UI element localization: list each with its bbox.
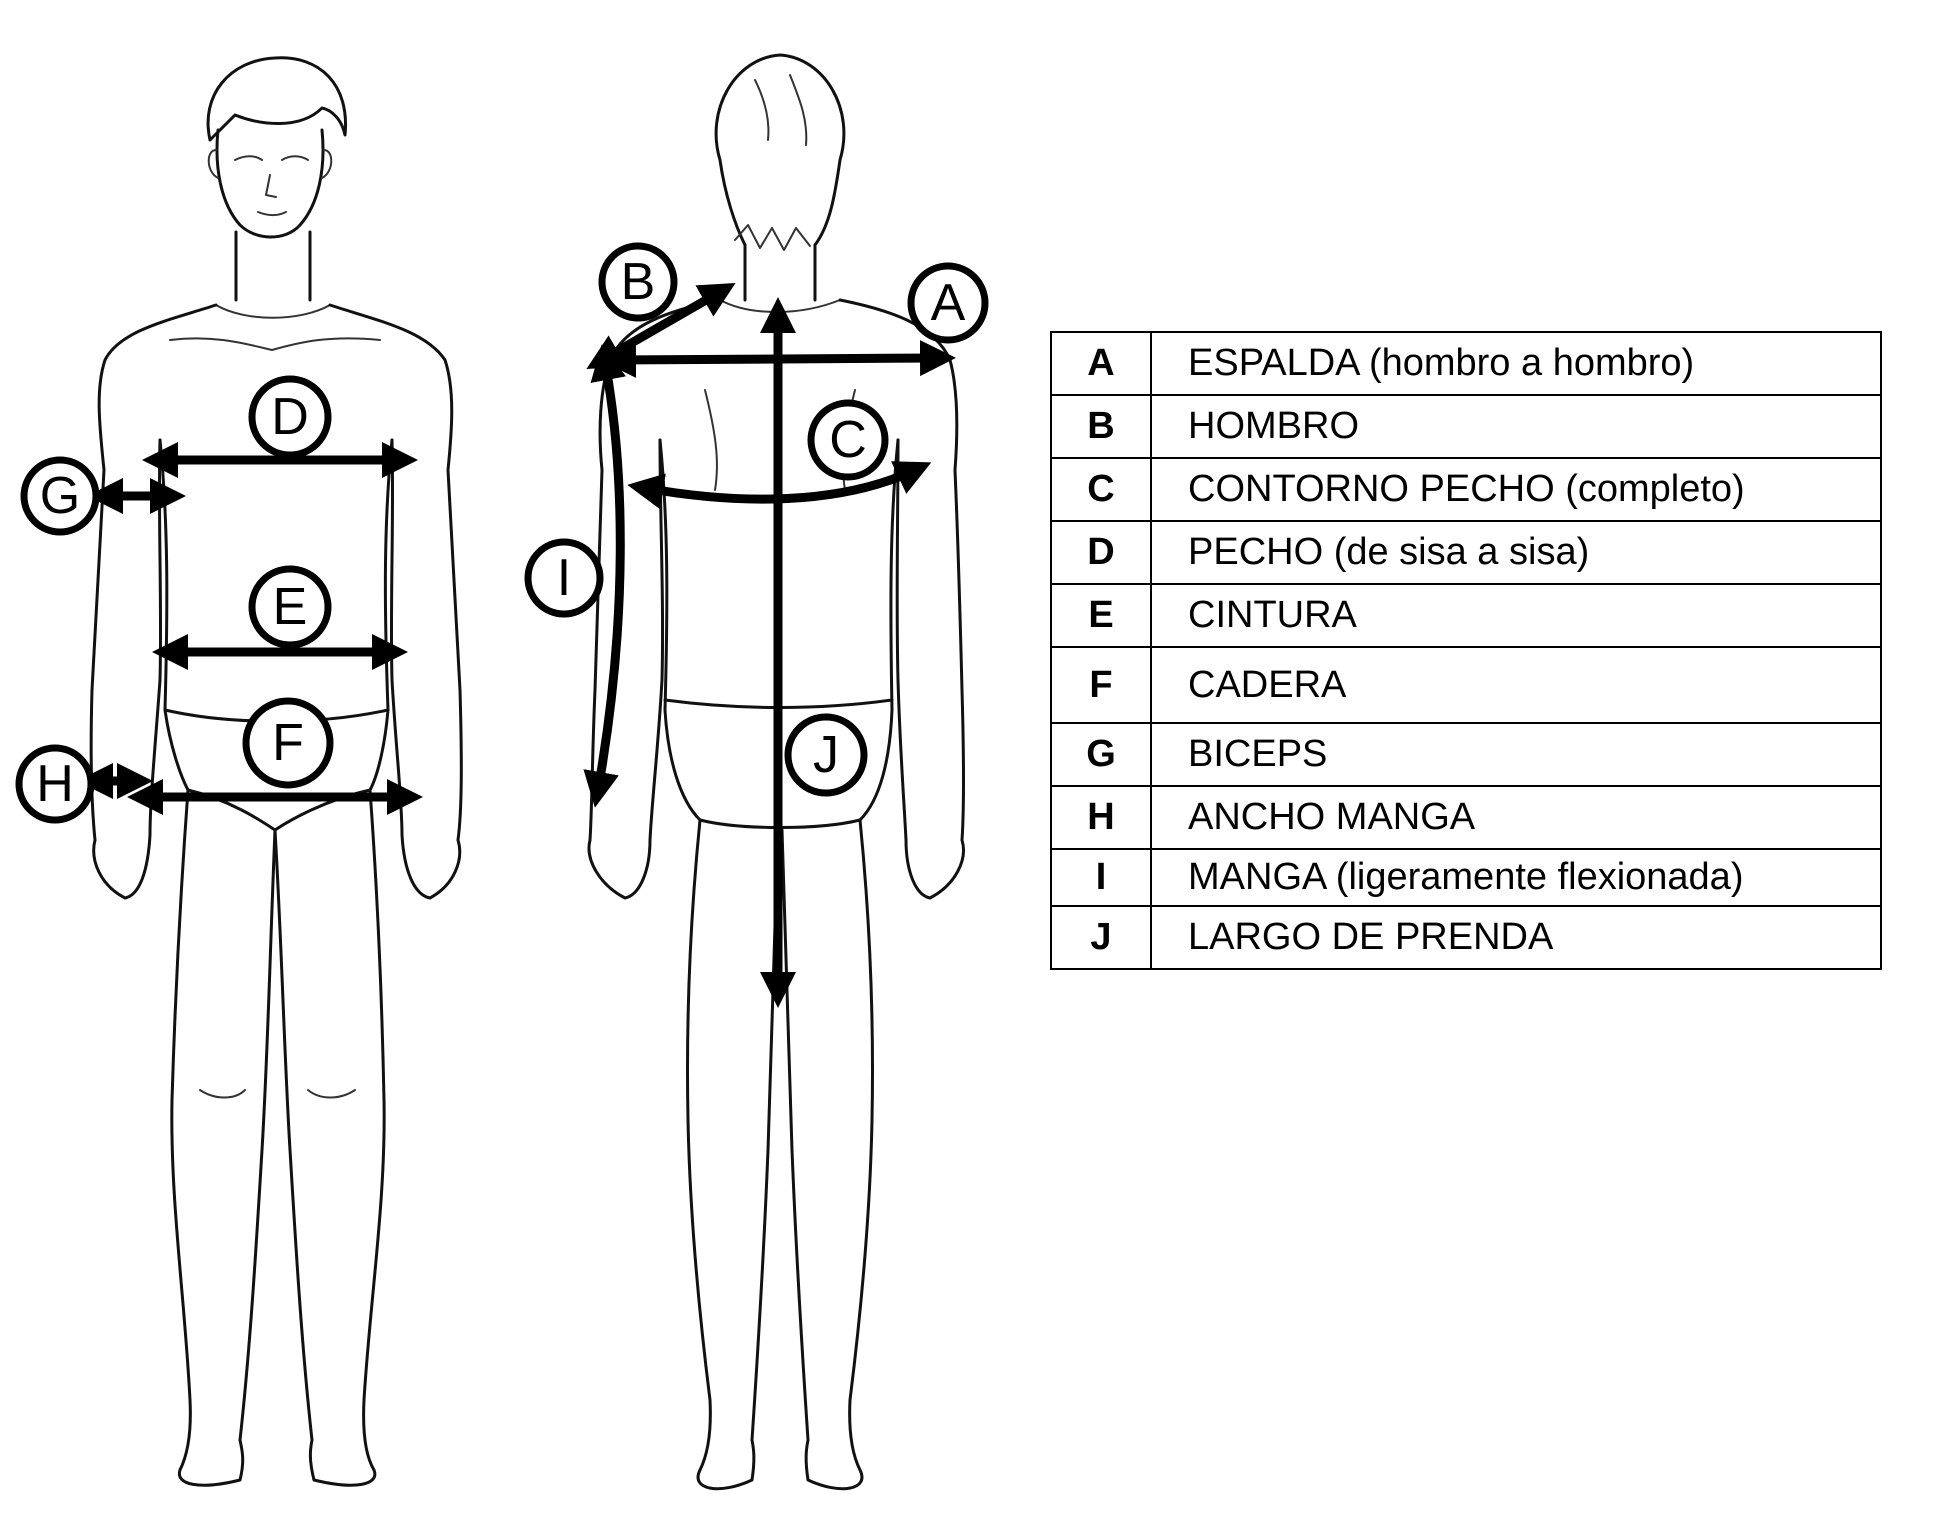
legend-label: BICEPS: [1150, 722, 1882, 787]
legend-label: ESPALDA (hombro a hombro): [1150, 331, 1882, 396]
front-measurement-arrows: [77, 442, 423, 815]
legend-code: A: [1050, 331, 1152, 396]
legend-code: E: [1050, 583, 1152, 648]
legend-code: C: [1050, 457, 1152, 522]
badge-j: J: [784, 713, 868, 797]
badge-a: A: [907, 262, 989, 344]
legend-label: CINTURA: [1150, 583, 1882, 648]
legend-row: D PECHO (de sisa a sisa): [1050, 520, 1882, 585]
svg-text:J: J: [813, 726, 839, 784]
svg-text:E: E: [273, 578, 308, 636]
badge-b: B: [598, 242, 678, 322]
badge-f: F: [242, 697, 334, 789]
legend-row: C CONTORNO PECHO (completo): [1050, 457, 1882, 522]
legend-code: B: [1050, 394, 1152, 459]
legend-row: E CINTURA: [1050, 583, 1882, 648]
svg-text:A: A: [931, 274, 966, 332]
legend-code: H: [1050, 785, 1152, 850]
legend-code: I: [1050, 848, 1152, 907]
legend-row: I MANGA (ligeramente flexionada): [1050, 848, 1882, 907]
measurement-legend-table: A ESPALDA (hombro a hombro) B HOMBRO C C…: [1050, 331, 1882, 970]
legend-code: J: [1050, 905, 1152, 970]
legend-row: H ANCHO MANGA: [1050, 785, 1882, 850]
arrow-i: [583, 344, 626, 808]
svg-text:C: C: [829, 411, 867, 469]
svg-text:B: B: [621, 253, 656, 311]
svg-text:F: F: [272, 714, 304, 772]
badge-h: H: [15, 744, 95, 824]
svg-text:D: D: [271, 388, 309, 446]
legend-label: HOMBRO: [1150, 394, 1882, 459]
badge-d: D: [248, 375, 332, 459]
legend-row: A ESPALDA (hombro a hombro): [1050, 331, 1882, 396]
legend-code: F: [1050, 646, 1152, 724]
legend-label: LARGO DE PRENDA: [1150, 905, 1882, 970]
badge-c: C: [807, 399, 889, 481]
badge-g: G: [20, 456, 100, 536]
legend-label: CONTORNO PECHO (completo): [1150, 457, 1882, 522]
legend-code: D: [1050, 520, 1152, 585]
svg-text:H: H: [36, 755, 74, 813]
legend-label: MANGA (ligeramente flexionada): [1150, 848, 1882, 907]
svg-text:G: G: [40, 467, 80, 525]
svg-text:I: I: [557, 549, 571, 607]
legend-label: CADERA: [1150, 646, 1882, 724]
legend-row: J LARGO DE PRENDA: [1050, 905, 1882, 970]
legend-label: ANCHO MANGA: [1150, 785, 1882, 850]
legend-code: G: [1050, 722, 1152, 787]
badge-e: E: [248, 565, 332, 649]
legend-row: B HOMBRO: [1050, 394, 1882, 459]
legend-label: PECHO (de sisa a sisa): [1150, 520, 1882, 585]
badge-i: I: [524, 538, 604, 618]
back-measurement-arrows: [583, 283, 956, 1008]
legend-row: G BICEPS: [1050, 722, 1882, 787]
legend-row: F CADERA: [1050, 646, 1882, 724]
